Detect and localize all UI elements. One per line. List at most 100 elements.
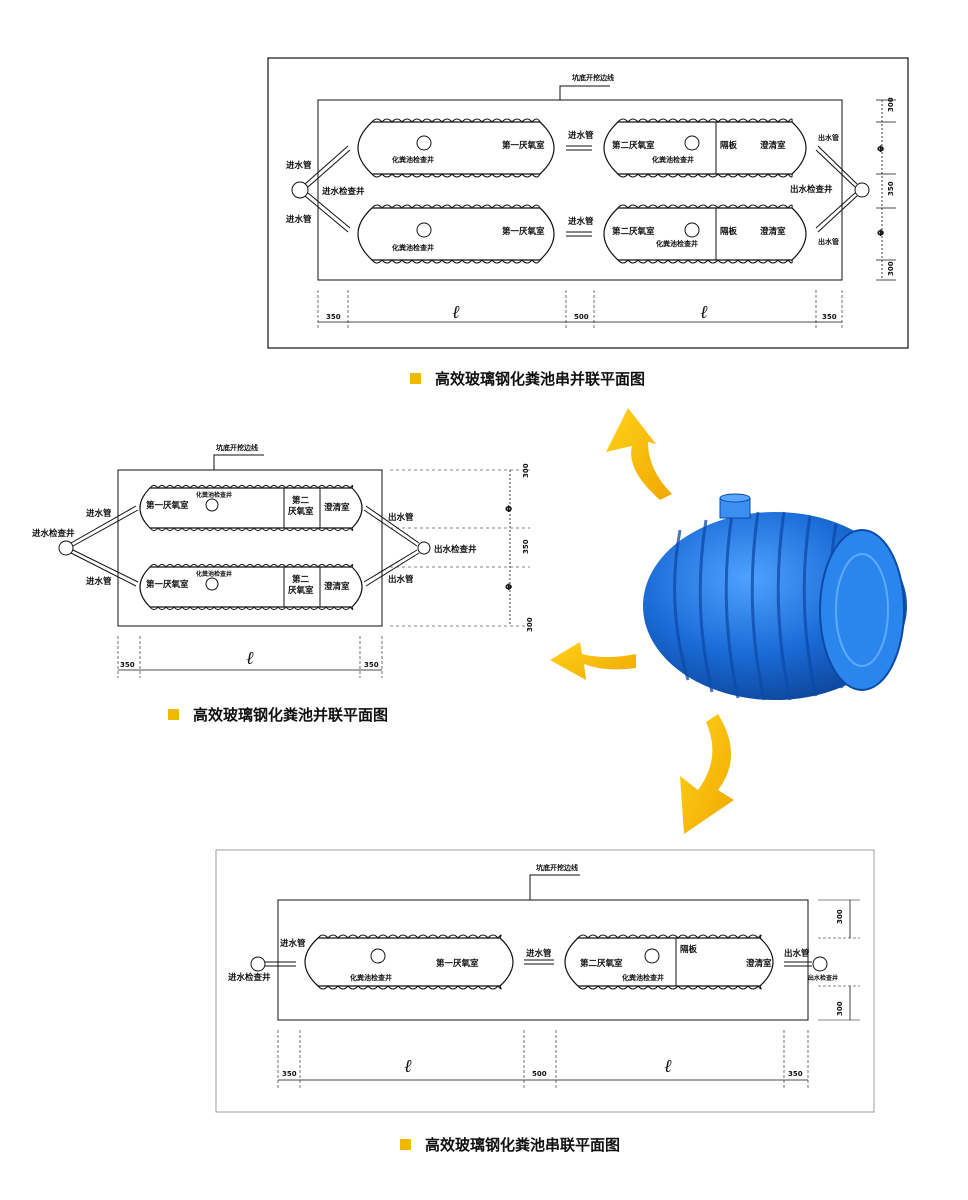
outlet-well-label: 出水检查井 <box>808 974 838 982</box>
outer-frame <box>215 849 875 1113</box>
dim-300: 300 <box>836 1001 844 1016</box>
parallel-diagram <box>58 454 530 678</box>
phi-symbol: Φ <box>877 145 884 155</box>
parallel-dims: 350 350 300 350 300 <box>120 463 534 669</box>
chamber-1-label: 第一厌氧室 <box>436 958 479 969</box>
inspection-well-label: 化粪池检查井 <box>196 491 232 499</box>
inspection-well-label: 化粪池检查井 <box>652 155 694 164</box>
inlet-pipe-label: 进水管 <box>568 216 594 227</box>
pit-boundary <box>317 99 843 281</box>
dim-350: 350 <box>364 661 379 669</box>
caption-bullet-icon <box>168 709 179 720</box>
outlet-pipe-label: 出水管 <box>818 133 839 142</box>
outlet-well-label: 出水检查井 <box>434 544 477 555</box>
caption-text: 高效玻璃钢化粪池串并联平面图 <box>435 370 646 388</box>
pit-boundary <box>117 469 383 627</box>
tank-series-left <box>304 934 514 990</box>
partition-label: 隔板 <box>720 226 738 237</box>
chamber-2-label: 第二厌氧室 <box>580 958 623 969</box>
dim-350: 350 <box>887 181 895 196</box>
series-parallel-labels: 坑底开挖边线 进水管 进水管 进水检查井 化粪池检查井 化粪池检查井 第一厌氧室… <box>286 73 884 323</box>
chamber-1-label: 第一厌氧室 <box>146 579 189 590</box>
caption-series: 高效玻璃钢化粪池串联平面图 <box>400 1134 620 1155</box>
outlet-well-label: 出水检查井 <box>790 184 833 195</box>
chamber-1-label: 第一厌氧室 <box>502 140 545 151</box>
pit-edge-label: 坑底开挖边线 <box>216 443 258 452</box>
pit-edge-label: 坑底开挖边线 <box>572 73 614 82</box>
tank-lower-left <box>357 204 555 264</box>
caption-bullet-icon <box>410 373 421 384</box>
tank-illustration <box>643 493 907 701</box>
dim-350: 350 <box>326 313 341 321</box>
caption-bullet-icon <box>400 1139 411 1150</box>
manhole-circle <box>416 135 432 151</box>
outlet-pipe-label: 出水管 <box>818 237 839 246</box>
dim-300: 300 <box>887 97 895 112</box>
outlet-pipe-label: 出水管 <box>784 948 810 959</box>
dim-300: 300 <box>526 617 534 632</box>
length-symbol: ℓ <box>246 648 254 669</box>
inlet-pipe-label: 进水管 <box>286 160 312 171</box>
tank-upper-left <box>357 118 555 178</box>
chamber-1-label: 第一厌氧室 <box>146 500 189 511</box>
caption-parallel: 高效玻璃钢化粪池并联平面图 <box>168 704 388 725</box>
arrow-down <box>680 714 734 834</box>
inspection-well-label: 化粪池检查井 <box>622 973 664 982</box>
outlet-pipe-label: 出水管 <box>388 574 414 585</box>
clarify-label: 澄清室 <box>324 581 350 592</box>
inlet-pipe-label: 进水管 <box>280 938 306 949</box>
inlet-pipe-label: 进水管 <box>286 214 312 225</box>
partition-label: 隔板 <box>680 944 698 955</box>
inlet-pipe-label: 进水管 <box>86 508 112 519</box>
inspection-well-label: 化粪池检查井 <box>392 155 434 164</box>
outer-frame <box>267 57 909 349</box>
length-symbol: ℓ <box>452 302 460 323</box>
dim-350: 350 <box>282 1070 297 1078</box>
inlet-well-label: 进水检查井 <box>228 972 271 983</box>
length-symbol: ℓ <box>664 1056 672 1077</box>
chamber-1-label: 第一厌氧室 <box>502 226 545 237</box>
inlet-well-circle <box>291 181 309 199</box>
series-dims: 350 500 350 300 300 <box>282 909 844 1078</box>
phi-symbol: Φ <box>877 229 884 239</box>
series-diagram <box>215 849 875 1113</box>
inspection-well-label: 化粪池检查井 <box>656 239 698 248</box>
chamber-2-label-line1: 第二 <box>292 574 310 585</box>
tank-parallel-upper <box>139 485 363 531</box>
inlet-pipe-label: 进水管 <box>568 130 594 141</box>
chamber-2-label-line2: 厌氧室 <box>288 585 314 596</box>
phi-symbol: Φ <box>505 583 512 593</box>
outlet-well-circle <box>854 182 870 198</box>
series-parallel-dims: 350 500 350 300 350 300 <box>326 97 895 321</box>
tank-upper-right <box>603 118 807 178</box>
inlet-pipe-label: 进水管 <box>86 576 112 587</box>
pit-boundary <box>277 899 809 1021</box>
clarify-label: 澄清室 <box>324 502 350 513</box>
dim-500: 500 <box>532 1070 547 1078</box>
inlet-well-label: 进水检查井 <box>322 186 365 197</box>
inlet-well-label: 进水检查井 <box>32 528 75 539</box>
tank-series-right <box>564 934 774 990</box>
arrow-left <box>550 642 636 680</box>
inlet-pipe-label: 进水管 <box>526 948 552 959</box>
dim-300: 300 <box>836 909 844 924</box>
arrow-up <box>606 408 672 500</box>
inspection-well-label: 化粪池检查井 <box>392 243 434 252</box>
chamber-2-label-line1: 第二 <box>292 495 310 506</box>
clarify-label: 澄清室 <box>760 226 786 237</box>
length-symbol: ℓ <box>700 302 708 323</box>
dim-300: 300 <box>522 463 530 478</box>
inspection-well-label: 化粪池检查井 <box>196 570 232 578</box>
tank-ribs <box>371 118 541 178</box>
partition-label: 隔板 <box>720 140 738 151</box>
outlet-pipe-label: 出水管 <box>388 512 414 523</box>
phi-symbol: Φ <box>505 505 512 515</box>
series-labels: 坑底开挖边线 进水管 进水检查井 化粪池检查井 第一厌氧室 进水管 第二厌氧室 … <box>228 863 838 1077</box>
caption-series-parallel: 高效玻璃钢化粪池串并联平面图 <box>410 368 645 389</box>
tank-lower-right <box>603 204 807 264</box>
inspection-well-label: 化粪池检查井 <box>350 973 392 982</box>
pit-edge-label: 坑底开挖边线 <box>536 863 578 872</box>
dim-350: 350 <box>120 661 135 669</box>
caption-text: 高效玻璃钢化粪池串联平面图 <box>425 1136 621 1154</box>
